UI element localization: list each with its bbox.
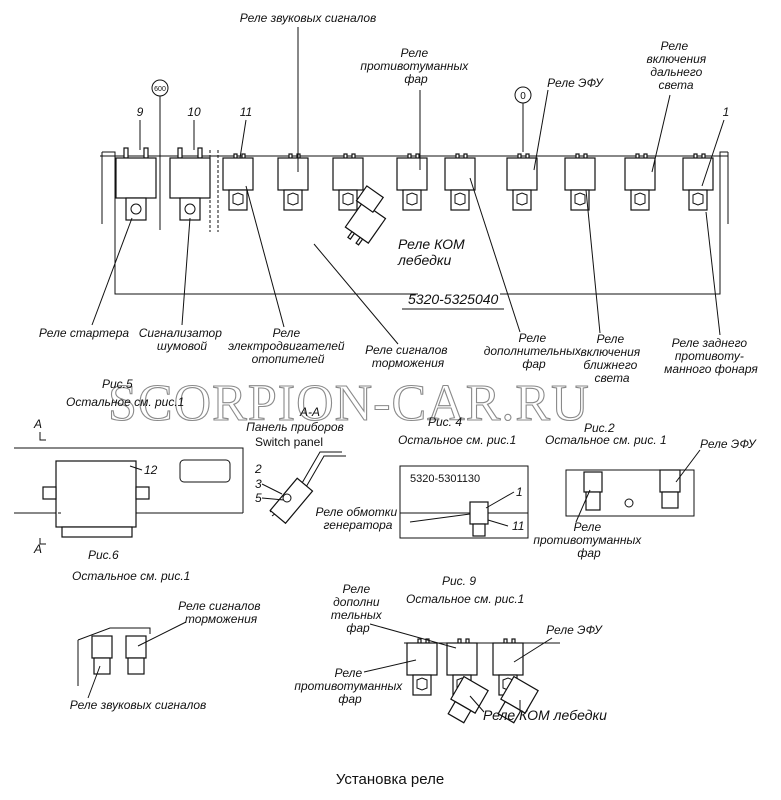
- callout-10: 10: [187, 105, 201, 119]
- relay-extra: [444, 153, 476, 211]
- label-low-beam-relay: Реле включения ближнего света: [580, 332, 643, 385]
- relay-rear-fog: [682, 153, 714, 211]
- svg-text:1: 1: [516, 485, 523, 499]
- svg-text:Реле сигналов торможения: Реле сигналов торможения: [178, 599, 264, 626]
- fig9-label-extra: Реле дополни тельных фар: [331, 582, 385, 635]
- fig2-label-fog: Реле противотуманных фар: [533, 520, 644, 560]
- fig4-note: Остальное см. рис.1: [398, 433, 516, 447]
- figure-caption: Установка реле: [336, 771, 444, 788]
- svg-text:2: 2: [254, 462, 262, 476]
- svg-text:Switch panel: Switch panel: [255, 435, 323, 449]
- relay-noise-signal: [169, 147, 211, 221]
- relay-starter: [115, 147, 157, 221]
- callout-12: 12: [144, 463, 158, 477]
- label-generator-relay: Реле обмотки генератора: [316, 505, 401, 532]
- fig2-label-efu: Реле ЭФУ: [700, 437, 757, 451]
- label-heater-relay: Реле электродвигателей отопителей: [228, 326, 348, 366]
- fig-brake-horn: Реле сигналов торможения Реле звуковых с…: [70, 599, 264, 712]
- fig9-panel: Реле дополни тельных фар Реле ЭФУ Реле п…: [294, 582, 607, 724]
- label-efu-relay: Реле ЭФУ: [547, 76, 604, 90]
- label-rear-fog-relay: Реле заднего противоту- манного фонаря: [664, 336, 758, 376]
- relay-fog: [396, 153, 428, 211]
- watermark: SCORPION-CAR.RU: [108, 375, 590, 432]
- label-fog-relay: Реле противотуманных фар: [360, 46, 471, 86]
- fig2-title: Рис.2: [584, 421, 615, 435]
- relay-high-beam: [624, 153, 656, 211]
- label-noise-signal: Сигнализатор шумовой: [139, 326, 226, 353]
- svg-text:Реле звуковых сигналов: Реле звуковых сигналов: [70, 698, 207, 712]
- circle-600: 600: [151, 79, 169, 97]
- svg-text:600: 600: [154, 86, 166, 93]
- label-brake-relay: Реле сигналов торможения: [365, 343, 451, 370]
- fig5-panel: A A 12: [14, 417, 244, 556]
- fig9-title: Рис. 9: [442, 574, 476, 588]
- label-high-beam-relay: Реле включения дальнего света: [646, 39, 709, 92]
- fig4-title: Рис. 4: [428, 415, 462, 429]
- main-part-number: 5320-5325040: [408, 291, 499, 307]
- fig9-note: Остальное см. рис.1: [406, 592, 524, 606]
- fig5-note: Остальное см. рис.1: [66, 395, 184, 409]
- fig2-panel: Реле ЭФУ Реле противотуманных фар: [533, 437, 757, 560]
- relay-efu: [506, 153, 538, 211]
- svg-text:0: 0: [520, 91, 526, 102]
- callout-11: 11: [240, 105, 252, 119]
- relay-horn: [277, 153, 309, 211]
- circle-0: 0: [514, 86, 532, 104]
- callout-9: 9: [137, 105, 144, 119]
- label-horn-relay: Реле звуковых сигналов: [240, 11, 377, 25]
- svg-text:5: 5: [255, 491, 262, 505]
- label-kom-relay: Реле КОМ лебедки: [397, 236, 469, 268]
- relay-heater: [222, 153, 254, 211]
- fig9-label-efu: Реле ЭФУ: [546, 623, 603, 637]
- svg-text:3: 3: [255, 477, 262, 491]
- svg-text:A-A: A-A: [299, 405, 320, 419]
- fig6-note: Остальное см. рис.1: [72, 569, 190, 583]
- relay-kom-winch: [344, 185, 387, 246]
- fig6-title: Рис.6: [88, 548, 119, 562]
- fig5-title: Рис.5: [102, 377, 133, 391]
- section-mark-a-top: A: [33, 417, 42, 431]
- section-a-a: A-A Панель приборов Switch panel 2 3 5: [246, 405, 346, 525]
- svg-text:5320-5301130: 5320-5301130: [410, 473, 480, 485]
- fig2-note: Остальное см. рис. 1: [545, 433, 667, 447]
- fig9-label-fog: Реле противотуманных фар: [294, 666, 405, 706]
- fig9-label-kom: Реле КОМ лебедки: [483, 707, 607, 723]
- fig4-panel: 5320-5301130 Реле обмотки генератора 1 1…: [316, 465, 529, 539]
- svg-text:Панель приборов: Панель приборов: [246, 420, 344, 434]
- svg-text:11: 11: [512, 519, 524, 533]
- label-starter-relay: Реле стартера: [39, 326, 129, 340]
- label-extra-relay: Реле дополнительных фар: [484, 331, 585, 371]
- relay-low-beam: [564, 153, 596, 211]
- section-mark-a-bottom: A: [33, 542, 42, 556]
- callout-1: 1: [723, 105, 730, 119]
